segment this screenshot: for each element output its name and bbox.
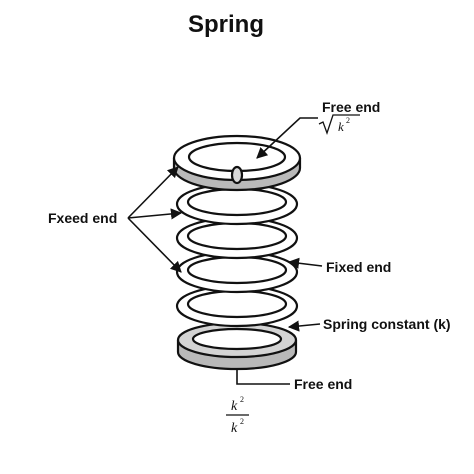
formula-den-var: k (231, 421, 238, 436)
line-free-end-bottom (236, 369, 290, 385)
free-end-cut (230, 165, 244, 185)
coil-top (172, 134, 302, 192)
formula-den-exp: 2 (240, 417, 244, 426)
formula-top-exp: 2 (346, 116, 350, 125)
radical-sign (318, 114, 360, 135)
label-free-end-top: Free end (322, 99, 380, 115)
arrow-spring-constant (287, 320, 321, 332)
label-fxeed-end: Fxeed end (48, 210, 117, 226)
spring-coils (172, 134, 302, 371)
arrow-fxeed-to-coil-2 (127, 208, 183, 220)
arrow-fxeed-to-coil-top (127, 166, 179, 219)
formula-sqrt: k 2 (318, 114, 360, 135)
leader-lines (127, 117, 323, 385)
label-spring-constant: Spring constant (k) (323, 316, 451, 332)
label-free-end-bottom: Free end (294, 376, 352, 392)
coil-2 (175, 182, 299, 226)
label-fixed-end: Fixed end (326, 259, 391, 275)
formula-num-exp: 2 (240, 395, 244, 404)
arrow-fxeed-to-coil-4 (127, 217, 182, 273)
arrow-free-end-top (256, 117, 318, 159)
formula-top-var: k (338, 119, 344, 134)
formula-fraction: k 2 k 2 (226, 395, 249, 436)
arrow-fixed-end (287, 257, 323, 269)
formula-num-var: k (231, 399, 238, 414)
coil-bottom-base (176, 321, 298, 371)
diagram-title: Spring (188, 11, 264, 38)
